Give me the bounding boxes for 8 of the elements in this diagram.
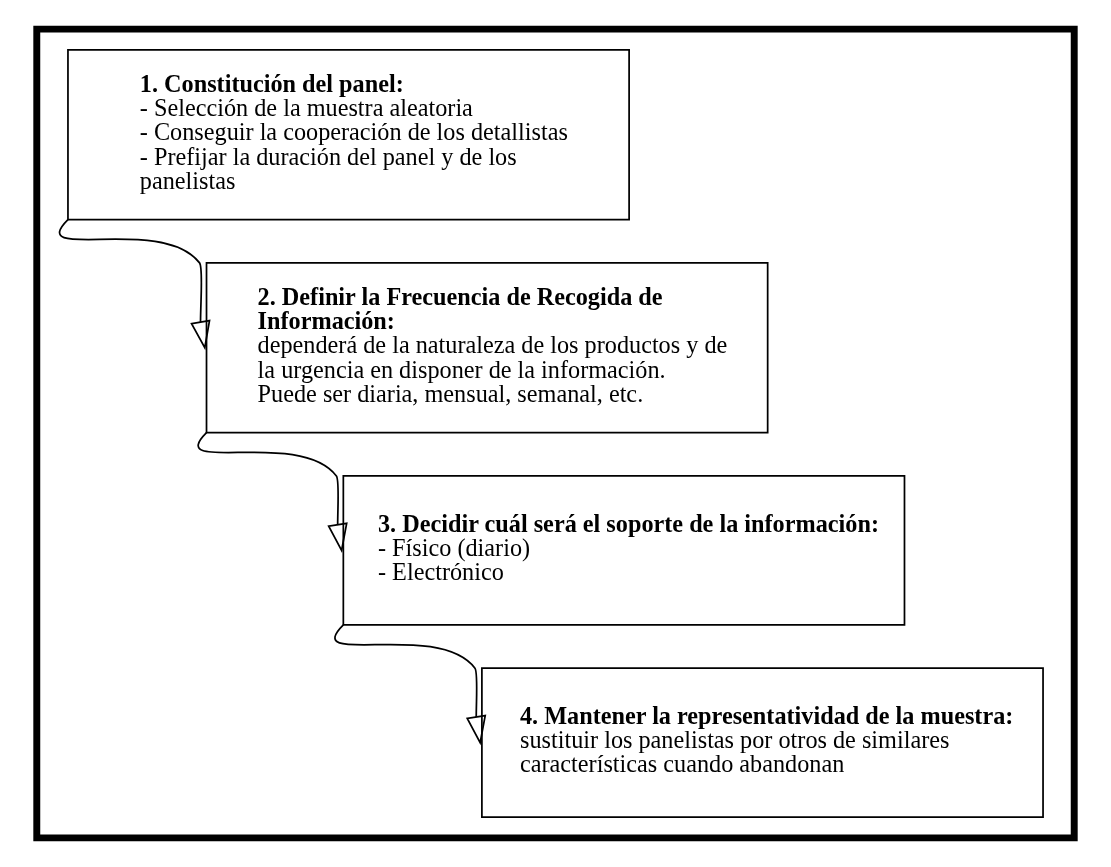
- arrow: [197, 431, 348, 553]
- cluster: [33, 25, 1078, 842]
- node-box: 2. Definir la Frecuencia de Recogida de Información: dependerá de la naturaleza de los productos y de la urgencia en disponer de la información. Puede ser diaria, mensual, semanal, etc.: [205, 262, 769, 434]
- node-box: 4. Mantener la representatividad de la muestra: sustituir los panelistas por otros de similares características cuando abandonan: [481, 667, 1044, 818]
- arrow: [59, 218, 211, 351]
- node-box: 3. Decidir cuál será el soporte de la información: - Físico (diario) - Electrónico: [342, 475, 906, 626]
- node-box: 1. Constitución del panel: - Selección de la muestra aleatoria - Conseguir la cooperación de los detallistas - Prefijar la duración del panel y de los panelistas: [67, 49, 630, 221]
- arrow: [334, 624, 487, 746]
